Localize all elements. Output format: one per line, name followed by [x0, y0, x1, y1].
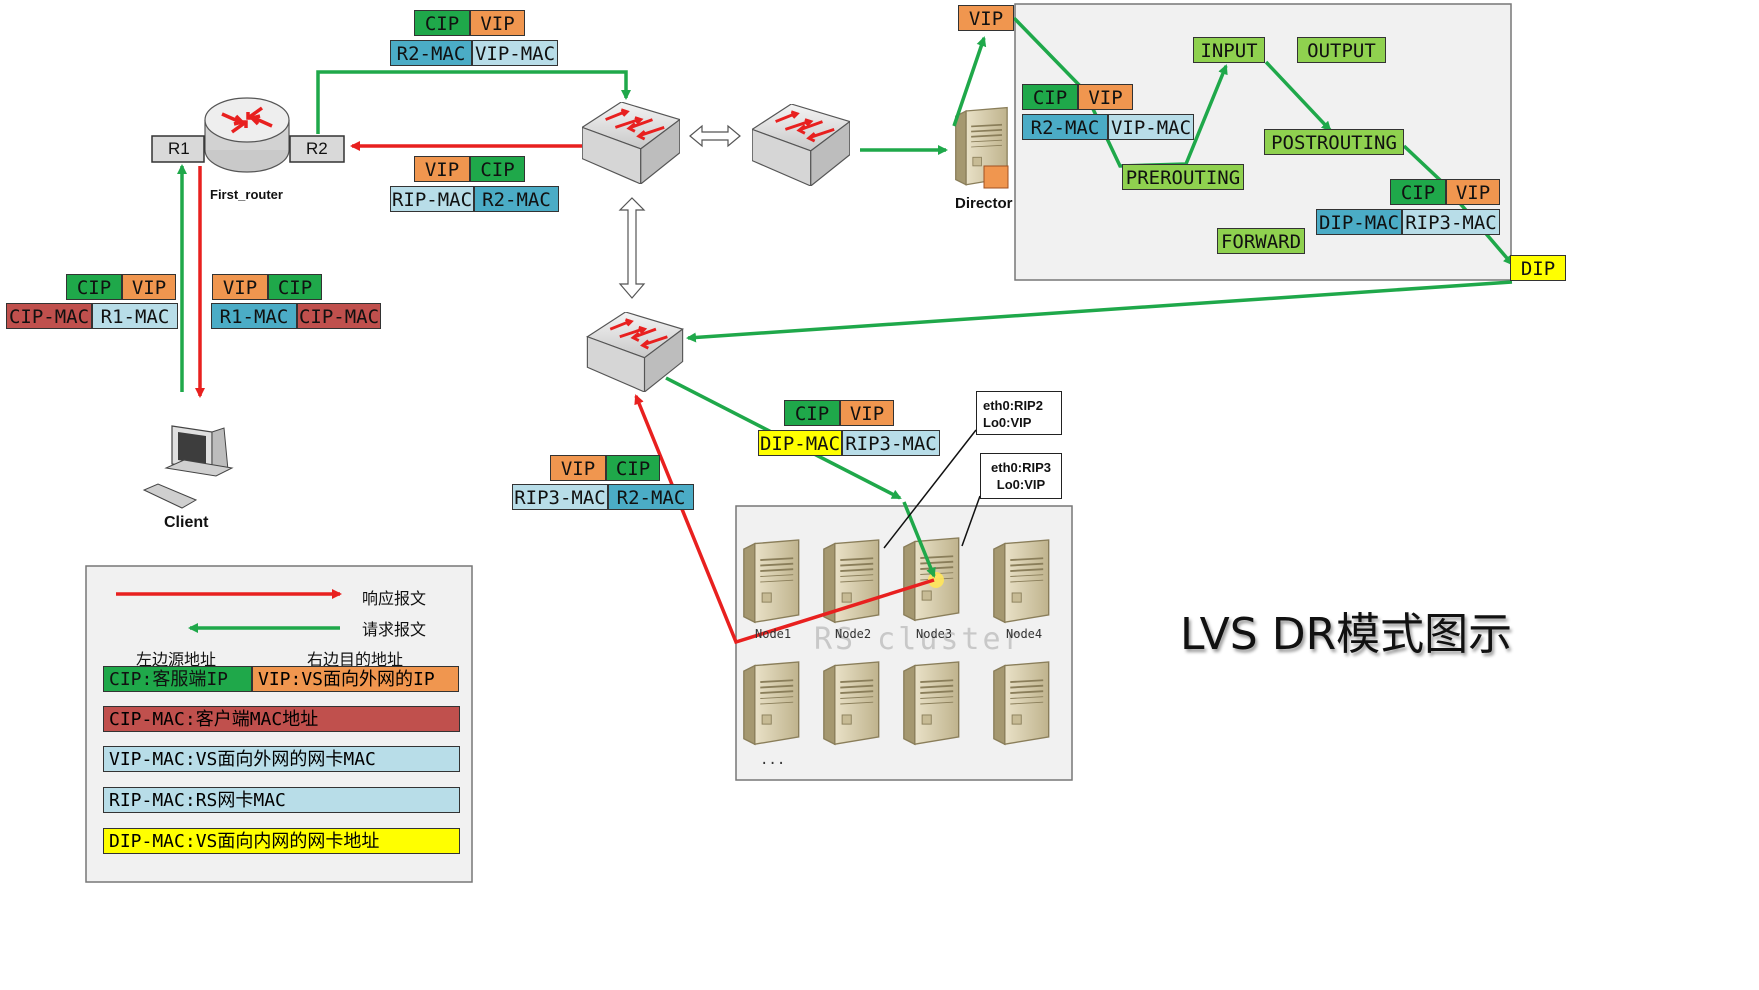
packet-mac-src: R2-MAC — [390, 40, 472, 66]
packet-ip-src: CIP — [66, 274, 122, 300]
switch-top-left-icon — [582, 102, 680, 184]
flow-input-to-postrouting — [1264, 60, 1332, 132]
node6-server-icon — [822, 661, 880, 746]
router-icon — [204, 97, 290, 173]
packet-mac-src: RIP3-MAC — [512, 484, 608, 510]
client-name: Client — [164, 514, 209, 531]
packet-ip-src: CIP — [1390, 179, 1446, 205]
packet-mac-src: CIP-MAC — [6, 303, 92, 329]
flow-cluster-to-node3 — [902, 501, 936, 578]
legend-vip-mac: VIP-MAC:VS面向外网的网卡MAC — [103, 746, 460, 772]
legend-request-label: 请求报文 — [362, 622, 427, 639]
packet-mac-src: DIP-MAC — [1316, 209, 1402, 235]
chain-input: INPUT — [1193, 37, 1265, 63]
chain-postrouting: POSTROUTING — [1264, 129, 1404, 155]
legend-cip: CIP:客服端IP — [103, 666, 252, 692]
packet-ip-src: VIP — [550, 455, 606, 481]
page-title: LVS DR模式图示 — [1180, 609, 1513, 660]
note-node2-line1: eth0:RIP2 — [983, 398, 1043, 413]
node4-label: Node4 — [1006, 627, 1043, 641]
packet-ip-dst: VIP — [122, 274, 176, 300]
packet-mac-src: R2-MAC — [1022, 114, 1108, 140]
packet-ip-dst: CIP — [470, 156, 525, 182]
legend-response-label: 响应报文 — [362, 591, 427, 608]
packet-mac-src: RIP-MAC — [390, 186, 474, 212]
packet-ip-dst: VIP — [1078, 84, 1133, 110]
node1-label: Node1 — [755, 627, 792, 641]
router-port-r1 — [151, 135, 205, 163]
packet-ip-src: VIP — [414, 156, 470, 182]
node4-server-icon — [992, 539, 1050, 624]
flow-node3-to-switch — [634, 394, 935, 645]
chain-output: OUTPUT — [1297, 37, 1386, 63]
legend-rip-mac: RIP-MAC:RS网卡MAC — [103, 787, 460, 813]
note-node2: eth0:RIP2 Lo0:VIP — [976, 391, 1062, 435]
cluster-name: RS cluster — [814, 622, 1025, 657]
node8-server-icon — [992, 661, 1050, 746]
router-port-r2 — [289, 135, 345, 163]
node2-server-icon — [822, 539, 880, 624]
flow-router-to-switch — [316, 70, 631, 134]
packet-mac-src: R1-MAC — [211, 303, 297, 329]
flow-director-to-vip — [952, 36, 987, 127]
packet-ip-dst: VIP — [1446, 179, 1500, 205]
note-node3-line2: Lo0:VIP — [996, 477, 1046, 492]
legend-vip: VIP:VS面向外网的IP — [252, 666, 459, 692]
packet-mac-src: DIP-MAC — [758, 430, 842, 456]
director-name: Director — [955, 195, 1013, 212]
packet-ip-dst: CIP — [606, 455, 660, 481]
packet-ip-dst: VIP — [470, 10, 525, 36]
router-port-r2-label: R2 — [306, 139, 328, 158]
packet-ip-src: CIP — [784, 400, 840, 426]
cluster-ellipsis: ... — [760, 752, 786, 768]
chain-prerouting: PREROUTING — [1122, 164, 1244, 190]
packet-mac-dst: CIP-MAC — [297, 303, 381, 329]
router-name: First_router — [210, 187, 283, 202]
node1-server-icon — [742, 539, 800, 624]
packet-mac-dst: VIP-MAC — [472, 40, 558, 66]
note-node2-line2: Lo0:VIP — [983, 415, 1032, 430]
callout-line-node2 — [883, 429, 977, 549]
director-dip-tag: DIP — [1510, 255, 1566, 281]
chain-forward: FORWARD — [1217, 228, 1305, 254]
router-port-r1-label: R1 — [168, 139, 190, 158]
flow-prerouting-to-input — [1012, 16, 1228, 168]
packet-mac-dst: RIP3-MAC — [842, 430, 940, 456]
note-node3-line1: eth0:RIP3 — [991, 460, 1051, 475]
flow-dip-to-switch — [686, 280, 1513, 343]
packet-mac-dst: VIP-MAC — [1108, 114, 1194, 140]
legend-cip-mac: CIP-MAC:客户端MAC地址 — [103, 706, 460, 732]
firewall-icon — [983, 165, 1009, 189]
switch-top-right-icon — [752, 104, 850, 186]
node5-server-icon — [742, 661, 800, 746]
packet-ip-dst: CIP — [268, 274, 322, 300]
packet-ip-src: CIP — [414, 10, 470, 36]
legend-left-label: 左边源地址 — [136, 652, 217, 669]
node7-server-icon — [902, 661, 960, 746]
note-node3: eth0:RIP3 Lo0:VIP — [980, 453, 1062, 499]
packet-mac-dst: R1-MAC — [92, 303, 178, 329]
packet-mac-dst: R2-MAC — [474, 186, 559, 212]
link-switch-vertical-icon — [618, 197, 646, 299]
link-switch-switch-icon — [689, 124, 741, 148]
node2-label: Node2 — [835, 627, 872, 641]
legend-dip-mac: DIP-MAC:VS面向内网的网卡地址 — [103, 828, 460, 854]
packet-mac-dst: R2-MAC — [608, 484, 694, 510]
node3-label: Node3 — [916, 627, 953, 641]
director-vip-tag: VIP — [958, 5, 1014, 31]
packet-ip-src: VIP — [212, 274, 268, 300]
packet-mac-dst: RIP3-MAC — [1402, 209, 1500, 235]
callout-line-node3 — [961, 495, 981, 547]
packet-ip-src: CIP — [1022, 84, 1078, 110]
client-computer-icon — [142, 425, 234, 509]
packet-ip-dst: VIP — [840, 400, 894, 426]
legend-right-label: 右边目的地址 — [307, 652, 404, 669]
